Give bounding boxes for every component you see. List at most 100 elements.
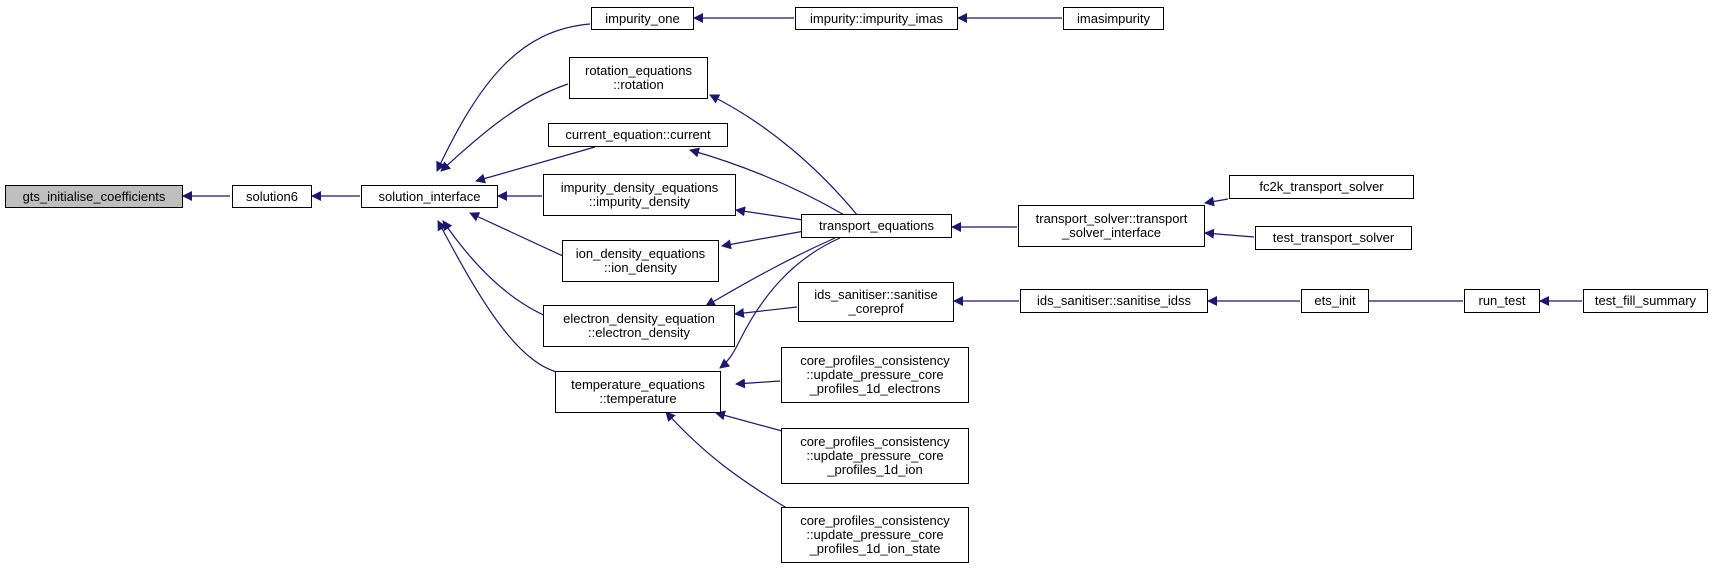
node-label-line: imasimpurity: [1077, 10, 1150, 26]
node-label-line: ::electron_density: [588, 325, 690, 340]
edge-cpc-electrons-to-temperature: [735, 378, 781, 389]
edge-cpc-ion-state-to-temperature: [665, 411, 791, 511]
node-ion-density-equations[interactable]: ion_density_equations::ion_density: [562, 240, 719, 282]
node-transport-solver-interface[interactable]: transport_solver::transport_solver_inter…: [1018, 205, 1205, 247]
node-impurity-one[interactable]: impurity_one: [591, 7, 694, 30]
node-label-line: rotation_equations: [585, 63, 692, 78]
node-label-line: ::rotation: [613, 77, 664, 92]
edge-ion-density-to-solution-interface: [469, 212, 566, 258]
node-label-line: core_profiles_consistency: [800, 353, 950, 368]
node-label-line: run_test: [1478, 293, 1526, 308]
node-label: ion_density_equations::ion_density: [576, 247, 705, 275]
node-label: transport_equations: [819, 219, 934, 233]
node-run-test[interactable]: run_test: [1464, 289, 1540, 313]
node-label: ets_init: [1314, 294, 1355, 308]
node-cpc-ion-state[interactable]: core_profiles_consistency::update_pressu…: [781, 507, 969, 563]
node-impurity-impurity-imas[interactable]: impurity::impurity_imas: [795, 7, 958, 30]
node-label: temperature_equations::temperature: [571, 378, 705, 406]
node-label-line: solution6: [245, 188, 299, 204]
node-gts-initialise-coefficients: gts_initialise_coefficients: [5, 185, 183, 208]
node-imasimpurity[interactable]: imasimpurity: [1063, 7, 1164, 30]
node-label: ids_sanitiser::sanitise_coreprof: [814, 288, 938, 316]
edge-impurity-one-to-solution-interface: [436, 23, 591, 172]
node-test-transport-solver[interactable]: test_transport_solver: [1255, 226, 1412, 250]
edge-fc2k-to-transport-solver: [1204, 196, 1229, 207]
node-label: gts_initialise_coefficients: [22, 188, 166, 204]
node-ids-sanitiser-coreprof[interactable]: ids_sanitiser::sanitise_coreprof: [798, 282, 954, 322]
node-label-line: ::temperature: [599, 391, 677, 406]
node-label-line: ::update_pressure_core: [806, 448, 944, 463]
node-label-line: solution_interface: [378, 188, 481, 204]
node-label-line: ids_sanitiser::sanitise_idss: [1037, 293, 1191, 308]
node-fc2k-transport-solver[interactable]: fc2k_transport_solver: [1229, 175, 1414, 199]
node-ets-init[interactable]: ets_init: [1301, 289, 1369, 313]
node-label-line: fc2k_transport_solver: [1259, 179, 1384, 194]
edge-current-to-solution-interface: [475, 146, 596, 184]
node-rotation-equations-rotation[interactable]: rotation_equations::rotation: [569, 57, 708, 99]
node-label: run_test: [1479, 294, 1526, 308]
node-label-line: gts_initialise_coefficients: [22, 188, 166, 204]
node-label-line: _profiles_1d_electrons: [809, 381, 941, 396]
node-label: core_profiles_consistency::update_pressu…: [800, 514, 950, 556]
edge-transport-to-rotation: [709, 94, 859, 217]
node-label: fc2k_transport_solver: [1259, 180, 1383, 194]
node-label-line: _coreprof: [848, 301, 904, 316]
node-label-line: impurity::impurity_imas: [810, 10, 943, 26]
node-label: electron_density_equation::electron_dens…: [563, 312, 715, 340]
node-label: core_profiles_consistency::update_pressu…: [800, 354, 950, 396]
edge-transport-to-impurity-density: [735, 206, 811, 222]
node-temperature-equations[interactable]: temperature_equations::temperature: [555, 371, 721, 413]
node-label: impurity_density_equations::impurity_den…: [561, 181, 719, 209]
node-label: ids_sanitiser::sanitise_idss: [1037, 294, 1191, 308]
node-label-line: test_transport_solver: [1272, 230, 1395, 245]
node-label: solution_interface: [378, 188, 481, 204]
edge-temperature-to-solution-interface: [437, 220, 568, 375]
edge-transport-to-current: [689, 147, 847, 217]
node-ids-sanitiser-sanitise-idss[interactable]: ids_sanitiser::sanitise_idss: [1020, 289, 1208, 313]
node-solution-interface[interactable]: solution_interface: [361, 185, 498, 208]
node-label: impurity::impurity_imas: [810, 10, 943, 26]
node-label-line: ids_sanitiser::sanitise: [814, 287, 938, 302]
node-label: current_equation::current: [565, 128, 710, 142]
edge-transport-to-temperature: [719, 237, 841, 369]
node-label-line: ion_density_equations: [575, 246, 706, 261]
node-electron-density-equation[interactable]: electron_density_equation::electron_dens…: [543, 305, 735, 347]
node-label-line: impurity_one: [605, 10, 680, 26]
node-test-fill-summary[interactable]: test_fill_summary: [1583, 289, 1708, 313]
node-label-line: transport_equations: [819, 218, 934, 233]
node-transport-equations[interactable]: transport_equations: [801, 214, 952, 238]
edge-test-transport-solver-to-transport-solver: [1204, 228, 1255, 239]
node-label-line: _profiles_1d_ion_state: [809, 541, 941, 556]
node-current-equation-current[interactable]: current_equation::current: [548, 123, 728, 147]
node-label-line: transport_solver::transport: [1035, 211, 1188, 226]
node-label-line: ::ion_density: [603, 260, 677, 275]
node-solution6[interactable]: solution6: [232, 185, 312, 208]
edge-transport-to-electron-density: [705, 237, 836, 307]
node-label-line: core_profiles_consistency: [800, 434, 950, 449]
node-impurity-density-equations[interactable]: impurity_density_equations::impurity_den…: [543, 174, 736, 216]
node-label-line: _solver_interface: [1061, 225, 1161, 240]
edge-transport-to-ion-density: [721, 229, 811, 250]
node-label-line: impurity_density_equations: [560, 180, 719, 195]
node-label: core_profiles_consistency::update_pressu…: [800, 435, 950, 477]
node-label: test_fill_summary: [1595, 294, 1696, 308]
node-label-line: ets_init: [1314, 293, 1356, 308]
node-label-line: test_fill_summary: [1594, 293, 1697, 308]
node-cpc-electrons[interactable]: core_profiles_consistency::update_pressu…: [781, 347, 969, 403]
node-label: rotation_equations::rotation: [585, 64, 692, 92]
edge-cpc-ion-to-temperature: [715, 410, 783, 432]
node-label-line: electron_density_equation: [563, 311, 715, 326]
node-label-line: core_profiles_consistency: [800, 513, 950, 528]
node-label-line: ::update_pressure_core: [806, 527, 944, 542]
node-label-line: ::impurity_density: [588, 194, 691, 209]
node-cpc-ion[interactable]: core_profiles_consistency::update_pressu…: [781, 428, 969, 484]
node-label: transport_solver::transport_solver_inter…: [1036, 212, 1188, 240]
node-label-line: current_equation::current: [565, 127, 711, 142]
edge-rotation-to-solution-interface: [440, 83, 569, 172]
node-label: impurity_one: [605, 10, 680, 26]
node-label-line: _profiles_1d_ion: [827, 462, 923, 477]
node-label: test_transport_solver: [1273, 231, 1394, 245]
edge-coreprof-to-electron-density: [734, 306, 798, 318]
node-label-line: ::update_pressure_core: [806, 367, 944, 382]
